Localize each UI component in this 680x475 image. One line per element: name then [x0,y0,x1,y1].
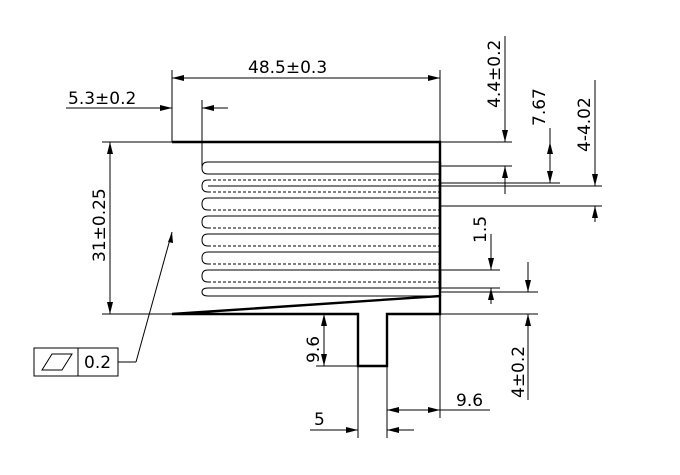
dim-tab-width-label: 5 [314,410,325,430]
dim-left-margin-label: 5.3±0.2 [68,89,136,109]
dim-bottom-offset: 4±0.2 [440,262,538,400]
dim-first-pitch-label: 7.67 [530,88,550,126]
dim-slot-gap-label: 1.5 [471,216,491,243]
dim-tab-height: 9.6 [304,314,358,367]
dim-overall-width-label: 48.5±0.3 [248,58,327,78]
dim-top-offset-label: 4.4±0.2 [485,40,505,108]
dim-overall-height-label: 31±0.25 [90,188,110,262]
dim-slot-gap: 1.5 [440,216,500,304]
flatness-tolerance-frame: 0.2 [33,231,173,377]
dim-tab-width: 5 [310,366,414,438]
plate-outline [171,140,442,368]
dim-tab-height-label: 9.6 [304,336,324,363]
dim-top-offset: 4.4±0.2 [440,36,512,194]
dim-slot-spacing-label: 4-4.02 [575,97,595,152]
dim-tab-right-offset-label: 9.6 [456,391,483,411]
serpentine-slots [201,161,442,297]
dim-left-margin: 5.3±0.2 [66,89,228,168]
dim-bottom-offset-label: 4±0.2 [509,346,529,398]
dim-first-pitch: 7.67 [440,88,560,184]
dim-overall-width: 48.5±0.3 [171,58,441,142]
dim-overall-height: 31±0.25 [90,141,172,315]
dim-slot-spacing: 4-4.02 [440,80,602,222]
flatness-value: 0.2 [84,353,111,373]
dim-tab-right-offset: 9.6 [387,314,490,418]
flatness-parallelogram-icon [41,353,73,371]
